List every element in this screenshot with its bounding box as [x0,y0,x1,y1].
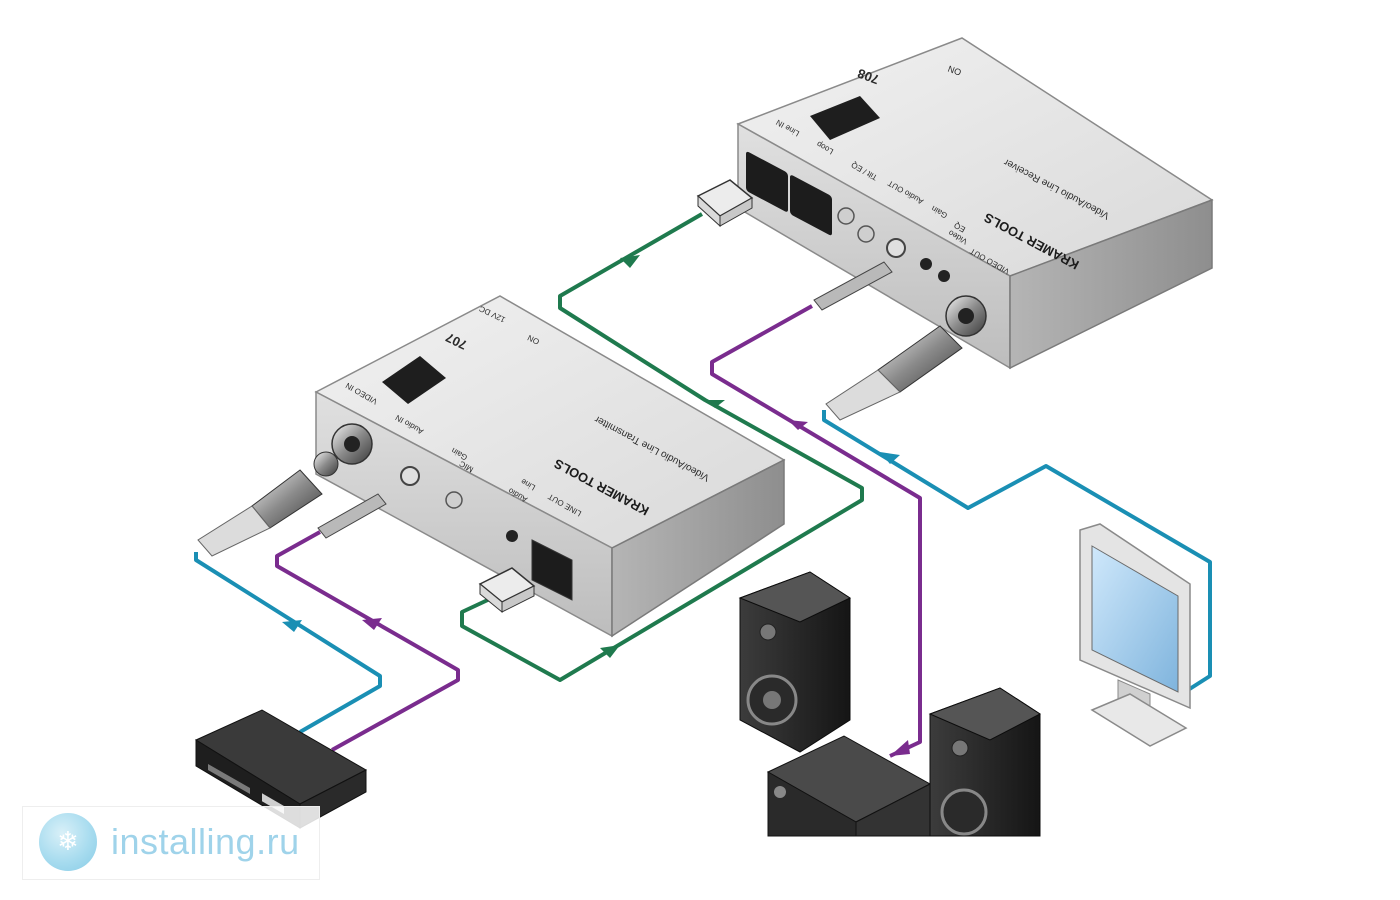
receiver-gain-led [920,258,932,270]
receiver-audio-plug [813,261,893,311]
watermark-text: installing.ru [111,821,300,862]
speaker-left [738,571,852,753]
transmitter-rj45-plug [478,567,536,614]
transmitter-707: 707 12V DC ON KRAMER TOOLS Video/Audio L… [197,295,786,638]
receiver-audio-out-jack[interactable] [886,238,906,258]
receiver-tilt-knob[interactable] [837,207,855,225]
receiver-eq-knob[interactable] [857,225,875,243]
transmitter-gain-knob[interactable] [445,491,463,509]
snowflake-glyph: ❄ [57,827,79,857]
video-in-cable-arrow [282,620,302,632]
receiver-line-in-port[interactable] [746,151,788,213]
receiver-loop-port[interactable] [790,174,832,236]
monitor [1079,523,1191,747]
video-out-cable-arrow [880,452,900,464]
monitor-screen [1091,545,1179,693]
audio-in-cable [275,530,460,752]
transmitter-side [611,458,785,638]
transmitter-line-out-port[interactable] [531,539,573,601]
receiver-bnc-boot [825,369,901,421]
video-out-cable [822,410,1212,692]
kramer-logo-icon [382,356,446,404]
kramer-logo-icon [810,96,880,140]
transmitter-audio-plug [317,493,387,539]
amplifier-knob-icon [774,786,786,798]
speaker-right-tweeter-icon [951,739,969,757]
snowflake-logo-icon: ❄ [39,813,97,871]
audio-out-cable-arrow [890,740,910,756]
line-cable-arrow [705,400,725,408]
transmitter-mode-led [506,530,518,542]
line-cable [460,212,864,682]
video-in-cable [194,552,382,734]
speaker-left-woofer-cap [763,691,781,709]
line-cable-arrow [600,645,620,658]
receiver-eq-led [938,270,950,282]
audio-out-cable [710,304,922,758]
dvd-tray-icon [208,764,250,794]
speaker-left-tweeter-icon [759,623,777,641]
receiver-708: 708 ON KRAMER TOOLS Video/Audio Line Rec… [696,37,1214,421]
receiver-side [1009,198,1213,370]
audio-in-cable-arrow [362,618,382,630]
receiver-on-label: ON [947,64,963,78]
transmitter-bnc-boot [197,505,271,557]
line-cable-arrow [620,255,640,268]
audio-out-cable-arrow [788,420,808,430]
speaker-right-woofer-icon [940,788,988,836]
speaker-right [928,687,1041,837]
transmitter-bnc-nut [313,451,339,477]
receiver-model: 708 [856,66,882,88]
watermark: ❄ installing.ru [22,806,320,880]
transmitter-audio-in-jack[interactable] [400,466,420,486]
monitor-base [1090,693,1188,747]
receiver-rj45-plug [696,179,754,228]
receiver-bnc-core [958,308,974,324]
transmitter-bnc-core [344,436,360,452]
